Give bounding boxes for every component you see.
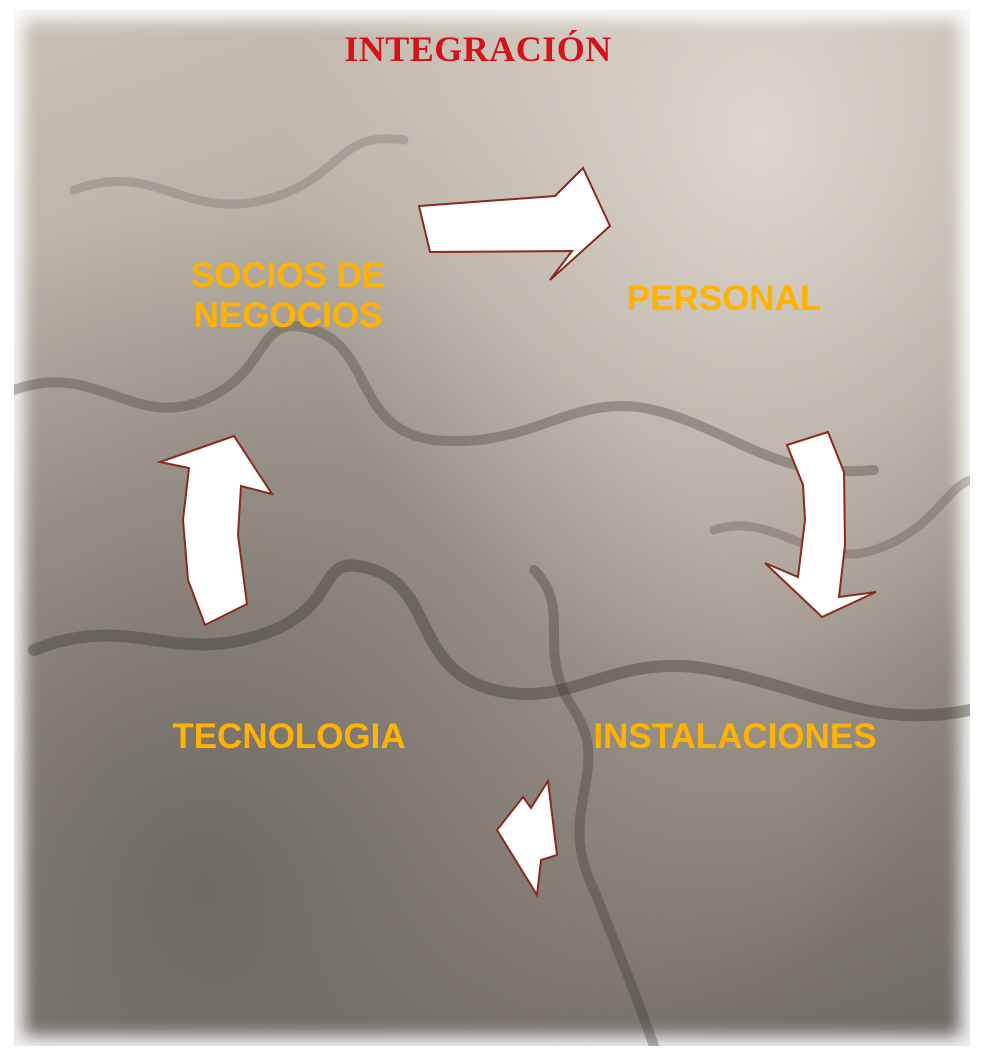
arrow-instalaciones-to-tecnologia-icon: [495, 778, 559, 898]
diagram-title: INTEGRACIÓN: [344, 29, 612, 69]
node-instalaciones: INSTALACIONES: [593, 717, 877, 756]
arrow-tecnologia-to-socios-icon: [156, 434, 275, 627]
arrow-personal-to-instalaciones-icon: [764, 430, 877, 619]
puzzle-background: [14, 134, 970, 1046]
node-socios-de-negocios: SOCIOS DE NEGOCIOS: [190, 256, 386, 335]
node-tecnologia: TECNOLOGIA: [172, 717, 406, 756]
node-personal: PERSONAL: [626, 279, 822, 318]
arrow-socios-to-personal-icon: [417, 166, 612, 281]
